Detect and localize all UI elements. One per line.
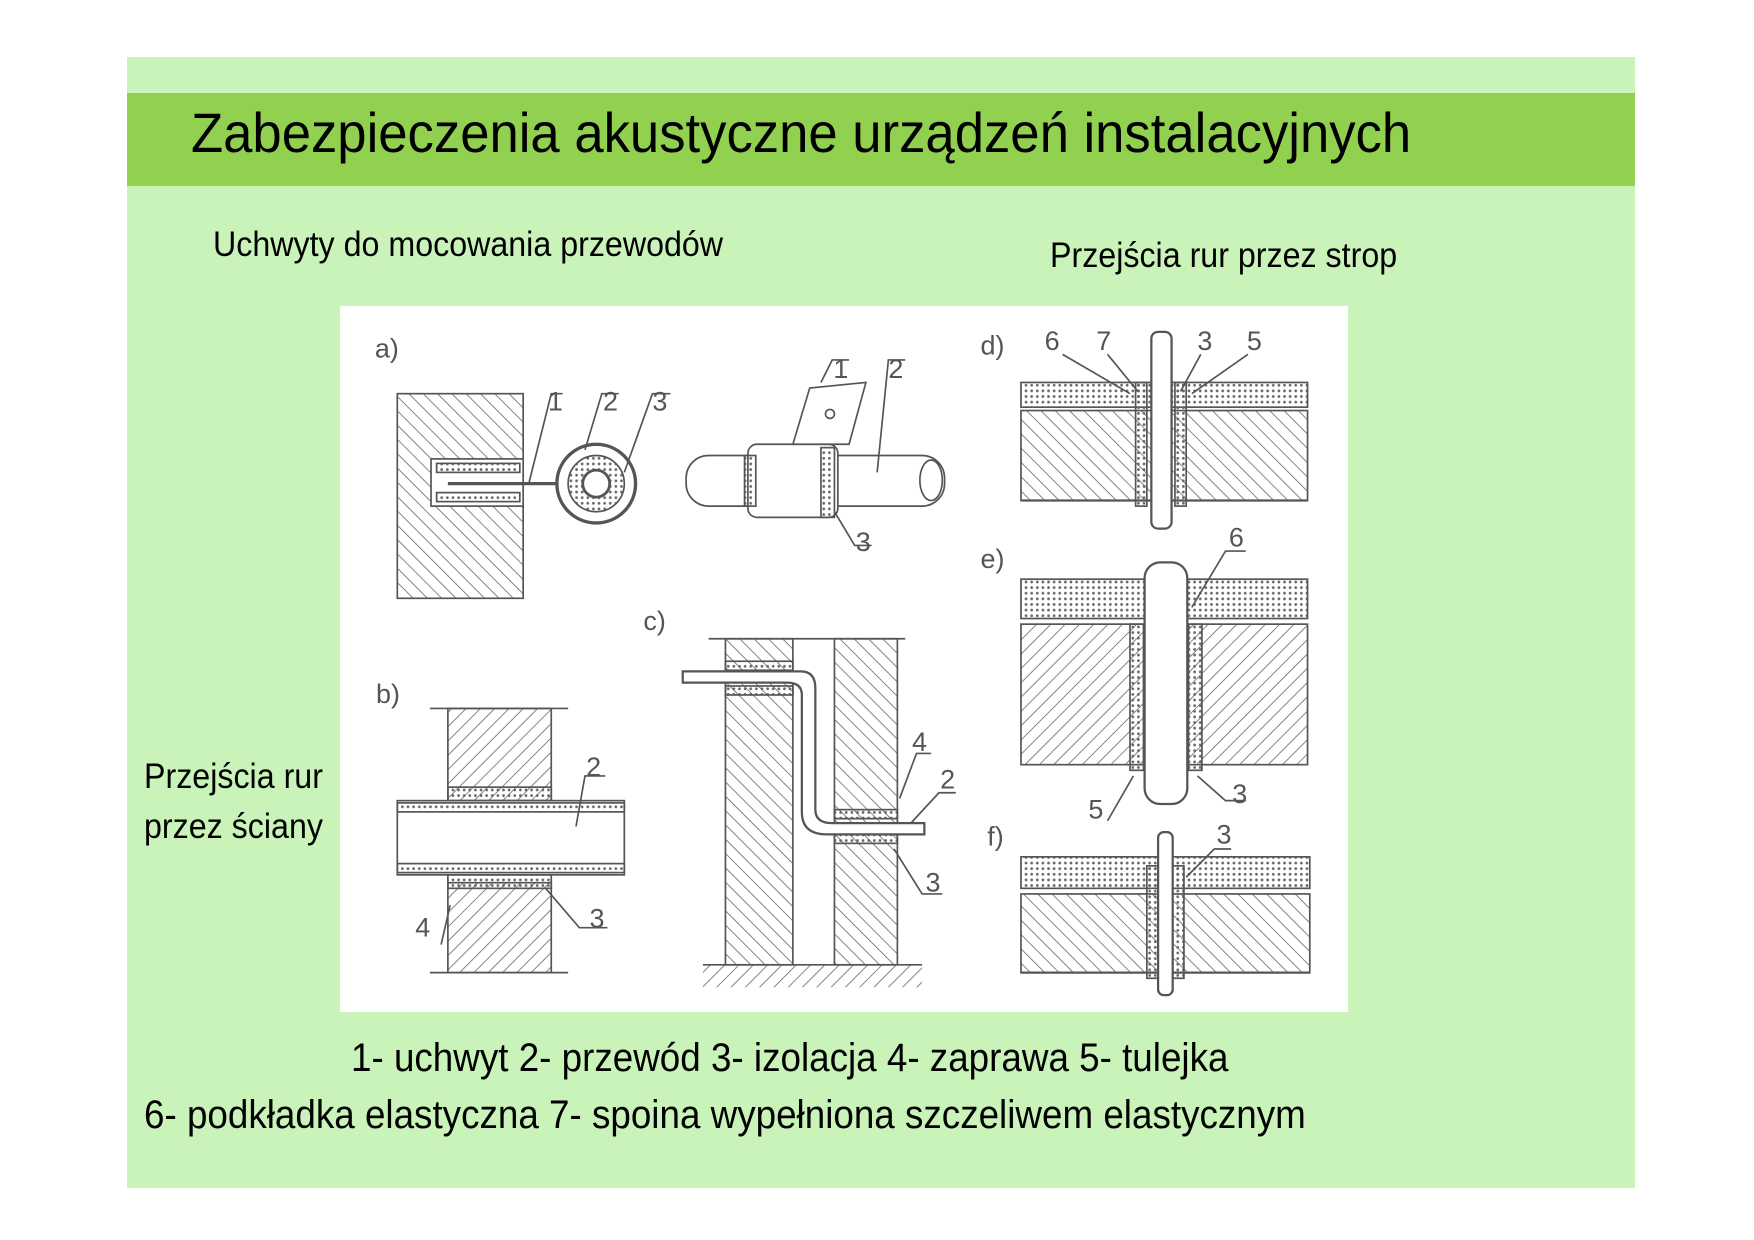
callout: 6 [1045, 326, 1060, 356]
callout: 2 [586, 752, 601, 782]
callout: 7 [1096, 326, 1111, 356]
callout: 4 [415, 913, 430, 943]
panel-label-f: f) [987, 822, 1003, 852]
callout: 2 [888, 354, 903, 384]
callout: 3 [1232, 779, 1247, 809]
callout: 5 [1247, 326, 1262, 356]
panel-c-offset-pipe [681, 637, 956, 988]
callout: 1 [833, 354, 848, 384]
panel-label-a: a) [375, 334, 399, 364]
callout: 3 [1217, 819, 1232, 849]
callout: 3 [925, 868, 940, 898]
callout: 3 [652, 387, 667, 417]
legend-line-1: 1- uchwyt 2- przewód 3- izolacja 4- zapr… [351, 1036, 1229, 1080]
callout: 3 [1197, 326, 1212, 356]
side-label-line2: przez ściany [144, 807, 323, 846]
callout: 5 [1088, 795, 1103, 825]
callout: 3 [589, 904, 604, 934]
panel-e-ceiling-passage [1020, 550, 1309, 822]
callout: 1 [548, 387, 563, 417]
technical-drawing: a) b) c) d) e) f) 1 2 3 1 2 3 2 3 4 4 2 … [340, 306, 1348, 1012]
panel-label-c: c) [643, 606, 665, 636]
title-band [127, 93, 1635, 186]
heading-pipe-clamps: Uchwyty do mocowania przewodów [213, 225, 724, 264]
drawing-svg: a) b) c) d) e) f) 1 2 3 1 2 3 2 3 4 4 2 … [375, 326, 1311, 997]
legend-line-2: 6- podkładka elastyczna 7- spoina wypełn… [144, 1093, 1306, 1137]
callout: 2 [940, 764, 955, 794]
slide-title: Zabezpieczenia akustyczne urządzeń insta… [191, 101, 1412, 164]
panel-d-ceiling-passage [1020, 330, 1309, 530]
panel-label-d: d) [981, 330, 1005, 360]
callout: 3 [856, 527, 871, 557]
panel-label-e: e) [981, 544, 1005, 574]
callout: 2 [603, 387, 618, 417]
side-label-line1: Przejścia rur [144, 757, 323, 796]
callout: 4 [912, 727, 927, 757]
panel-a-perspective-clamp [685, 359, 946, 547]
callout: 6 [1229, 523, 1244, 553]
heading-ceiling-passages: Przejścia rur przez strop [1050, 236, 1398, 275]
panel-label-b: b) [376, 679, 400, 709]
panel-f-ceiling-passage [1020, 831, 1311, 997]
panel-a-wall-clamp [396, 392, 671, 600]
panel-b-wall-passage [396, 707, 626, 974]
